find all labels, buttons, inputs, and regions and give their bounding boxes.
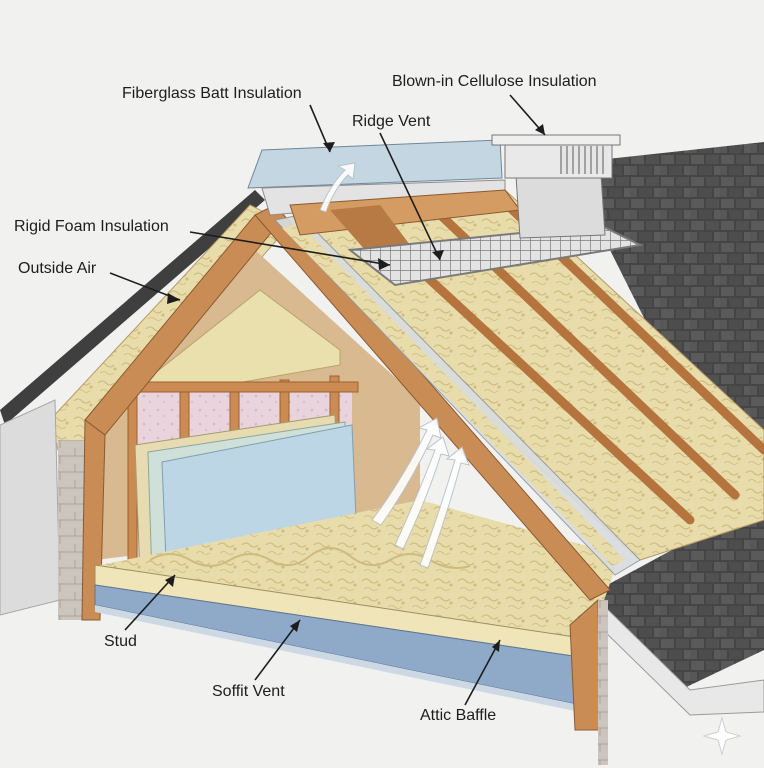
leader-attic-baffle	[464, 639, 501, 706]
leader-rigid-foam	[189, 231, 391, 266]
ridge-vent-grid	[347, 223, 644, 287]
ridge-gap	[330, 205, 410, 250]
leader-stud	[124, 574, 176, 631]
label-stud: Stud	[104, 633, 137, 650]
label-rigid-foam-insulation: Rigid Foam Insulation	[14, 218, 169, 235]
label-ridge-vent: Ridge Vent	[352, 113, 431, 130]
leader-lines	[109, 94, 546, 706]
baffle-insulation	[282, 224, 625, 566]
label-attic-baffle: Attic Baffle	[420, 707, 497, 724]
airflow-arrows	[319, 162, 470, 569]
soffit-edge	[95, 605, 580, 712]
exterior-wall-left	[0, 399, 61, 616]
leader-ridge-vent	[379, 132, 441, 261]
label-outside-air: Outside Air	[18, 260, 97, 277]
label-soffit-vent: Soffit Vent	[212, 683, 285, 700]
label-blown-in-cellulose-insulation: Blown-in Cellulose Insulation	[392, 73, 597, 90]
label-fiberglass-batt-insulation: Fiberglass Batt Insulation	[122, 85, 302, 102]
sparkle-icon	[702, 716, 742, 756]
vent-cap	[491, 134, 621, 146]
leader-soffit-vent	[254, 619, 301, 681]
attic-floor-insulation	[100, 500, 620, 640]
left-roof-edge	[0, 190, 265, 425]
